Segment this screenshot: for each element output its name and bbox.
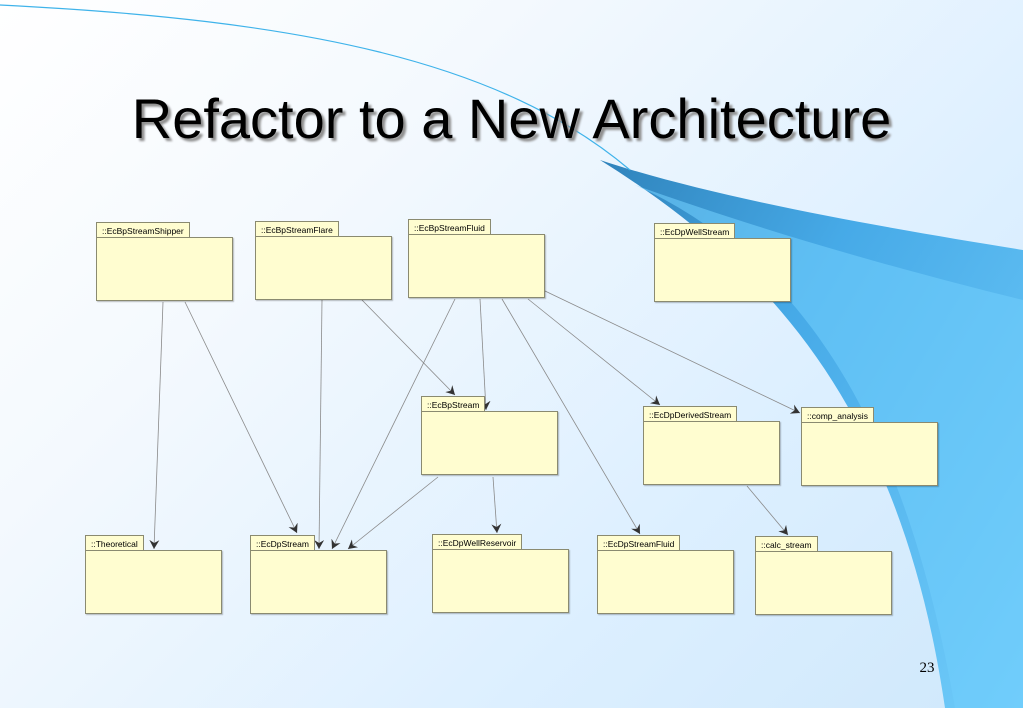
class-node-label: ::calc_stream	[755, 536, 818, 552]
class-node-body	[408, 234, 545, 298]
class-node-label: ::EcBpStream	[421, 396, 486, 412]
class-node-body	[643, 421, 780, 485]
class-node-label: ::EcBpStreamShipper	[96, 222, 190, 238]
dependency-arrow	[501, 298, 641, 535]
background-swoosh-highlight	[635, 185, 1023, 708]
class-node-body	[85, 550, 222, 614]
class-node-body	[432, 549, 569, 613]
class-node-label: ::comp_analysis	[801, 407, 874, 423]
class-node-body	[255, 236, 392, 300]
class-node-label: ::EcBpStreamFlare	[255, 221, 339, 237]
class-node-label: ::Theoretical	[85, 535, 144, 551]
dependency-arrow	[491, 476, 502, 534]
class-node-label: ::EcDpStream	[250, 535, 315, 551]
background-arc-line	[0, 4, 631, 171]
class-node-label: ::EcDpWellStream	[654, 223, 736, 239]
dependency-arrow	[184, 301, 298, 534]
dependency-arrow	[149, 301, 164, 550]
class-node-label: ::EcDpDerivedStream	[643, 406, 738, 422]
class-node-body	[421, 411, 558, 475]
dependency-arrow	[544, 290, 801, 414]
dependency-arrow	[331, 298, 456, 550]
dependency-arrow	[347, 476, 439, 550]
class-node-body	[755, 551, 892, 615]
class-node-label: ::EcDpStreamFluid	[597, 535, 681, 551]
class-node-label: ::EcDpWellReservoir	[432, 534, 523, 550]
class-node-body	[801, 422, 938, 486]
dependency-arrow	[479, 298, 491, 411]
class-node-label: ::EcBpStreamFluid	[408, 219, 491, 235]
class-node-body	[250, 550, 387, 614]
dependency-arrow	[314, 299, 325, 550]
class-node-body	[96, 237, 233, 301]
dependency-arrow	[361, 299, 456, 396]
slide-title: Refactor to a New Architecture	[131, 87, 892, 150]
class-node-body	[654, 238, 791, 302]
dependency-arrow	[746, 485, 789, 536]
class-node-body	[597, 550, 734, 614]
dependency-arrow	[527, 298, 661, 406]
page-number: 23	[919, 660, 935, 676]
